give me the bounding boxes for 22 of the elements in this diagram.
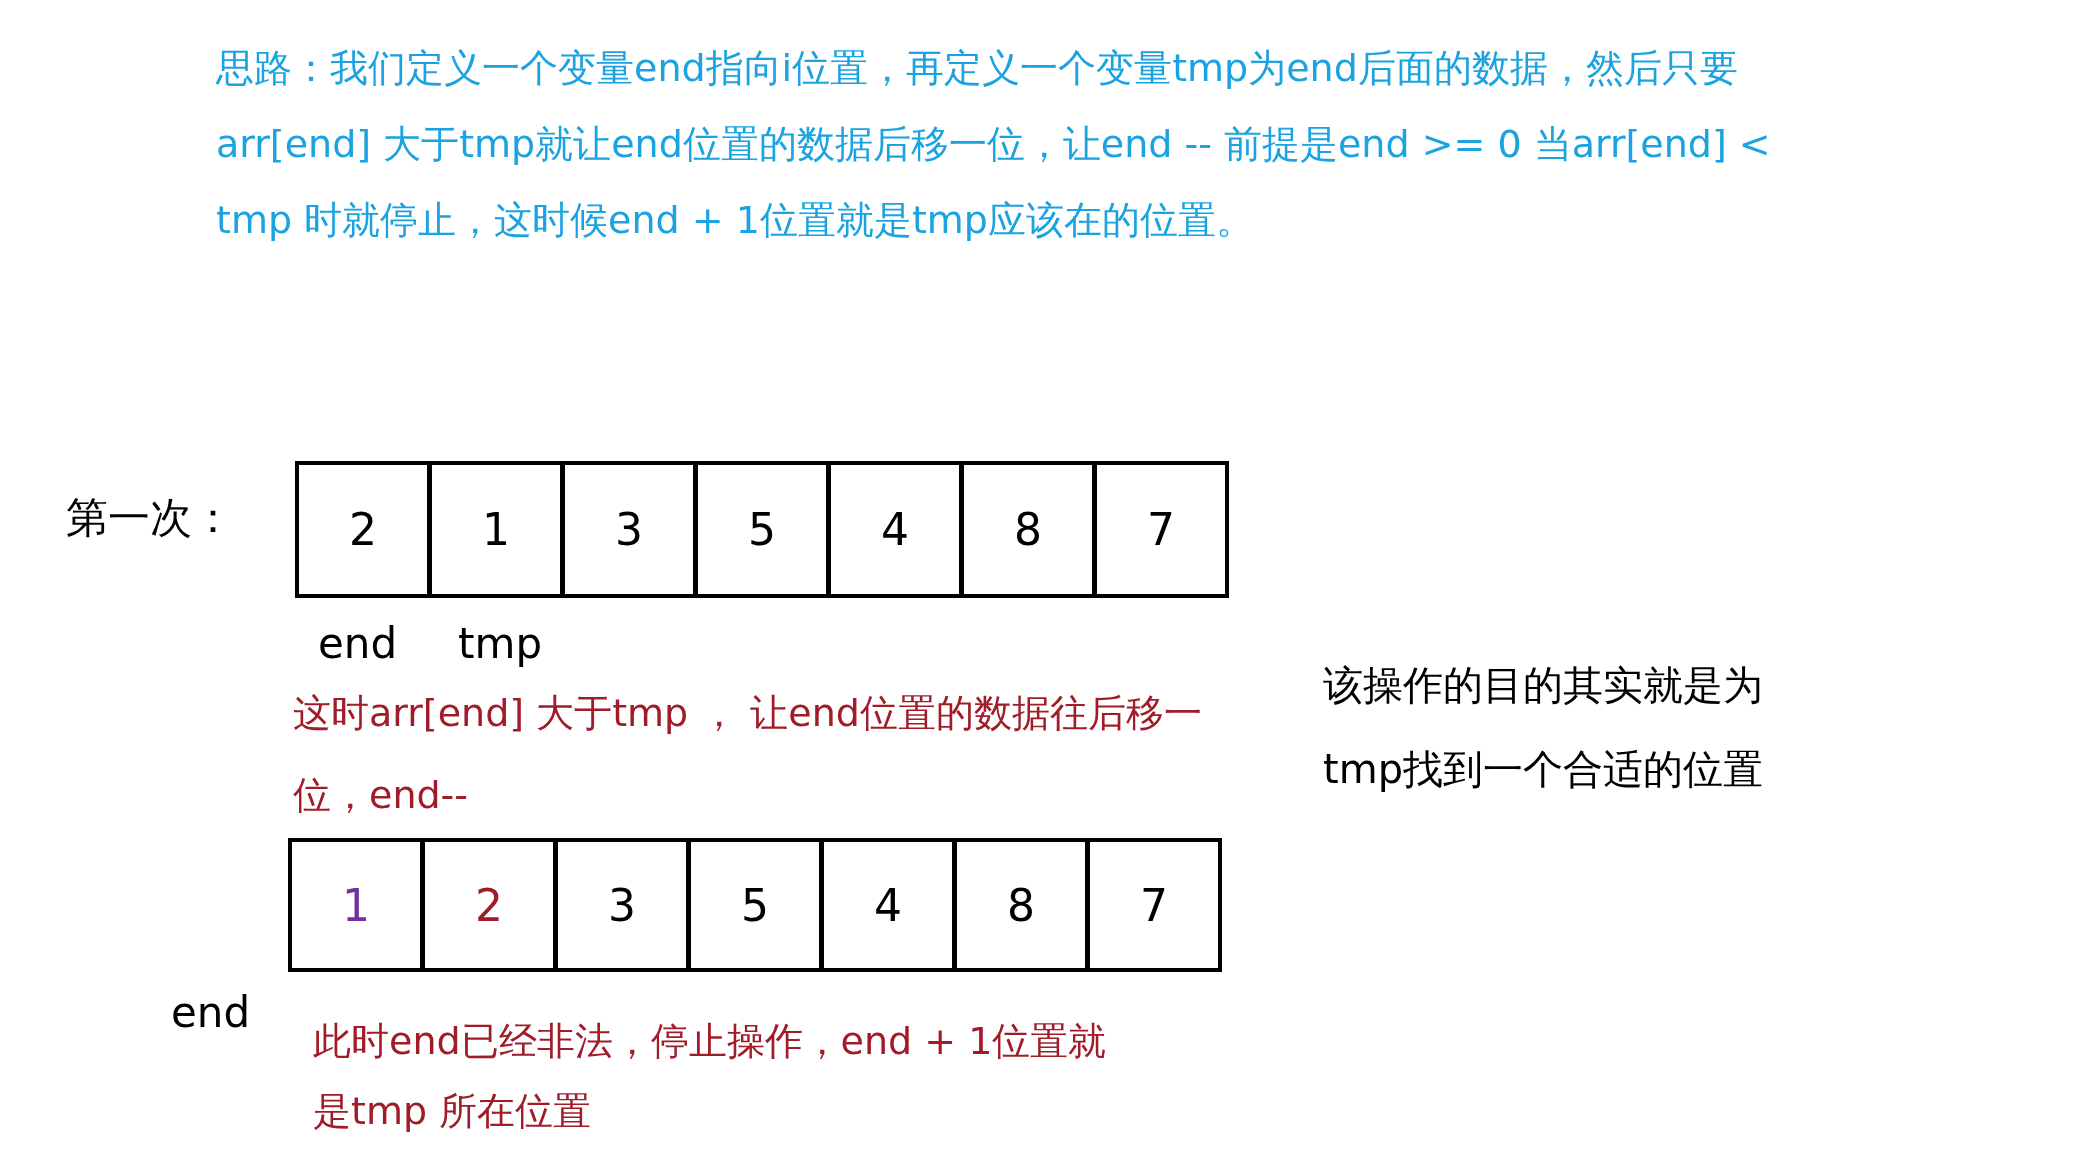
pointer-label: end — [171, 987, 252, 1039]
array-cell: 8 — [953, 838, 1089, 972]
description-text: 思路：我们定义一个变量end指向i位置，再定义一个变量tmp为end后面的数据，然后只要arr[end] 大于tmp就让end位置的数据后移一位，让end -- 前提是end >= 0 当arr[end] < tmp 时就停止，这时候end + 1位置就是tmp应该在的位置。 — [216, 45, 1772, 244]
note-text: 该操作的目的其实就是为tmp找到一个合适的位置 — [1323, 661, 1765, 794]
array-cell: 8 — [960, 461, 1096, 598]
array-cell: 2 — [421, 838, 557, 972]
array-cell: 3 — [554, 838, 690, 972]
array-cell: 5 — [687, 838, 823, 972]
note-text: 此时end已经非法，停止操作，end + 1位置就是tmp 所在位置 — [313, 1018, 1108, 1135]
step-label: 第一次： — [66, 492, 235, 544]
array-cell: 2 — [295, 461, 431, 598]
array-cell: 1 — [428, 461, 564, 598]
array-cell: 7 — [1093, 461, 1229, 598]
array-cell: 5 — [694, 461, 830, 598]
note-text: 这时arr[end] 大于tmp ， 让end位置的数据往后移一位，end-- — [293, 690, 1203, 819]
pointer-label: end — [318, 618, 399, 670]
array-cell: 1 — [288, 838, 424, 972]
array-cell: 4 — [827, 461, 963, 598]
pointer-label: tmp — [458, 618, 544, 670]
array-cell: 7 — [1086, 838, 1222, 972]
array-cell: 4 — [820, 838, 956, 972]
array-cell: 3 — [561, 461, 697, 598]
